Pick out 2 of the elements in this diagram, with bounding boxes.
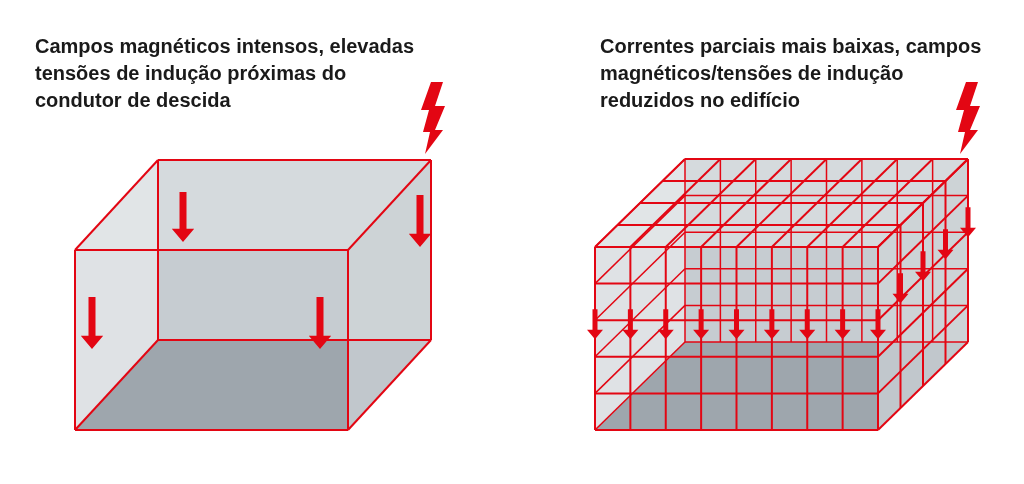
heading-text: Correntes parciais mais baixas, campos magnéticos/tensões de indução reduzidos no edifício <box>600 34 983 113</box>
heading-text: Campos magnéticos intensos, elevadas tensões de indução próximas do condutor de descida <box>35 34 416 113</box>
